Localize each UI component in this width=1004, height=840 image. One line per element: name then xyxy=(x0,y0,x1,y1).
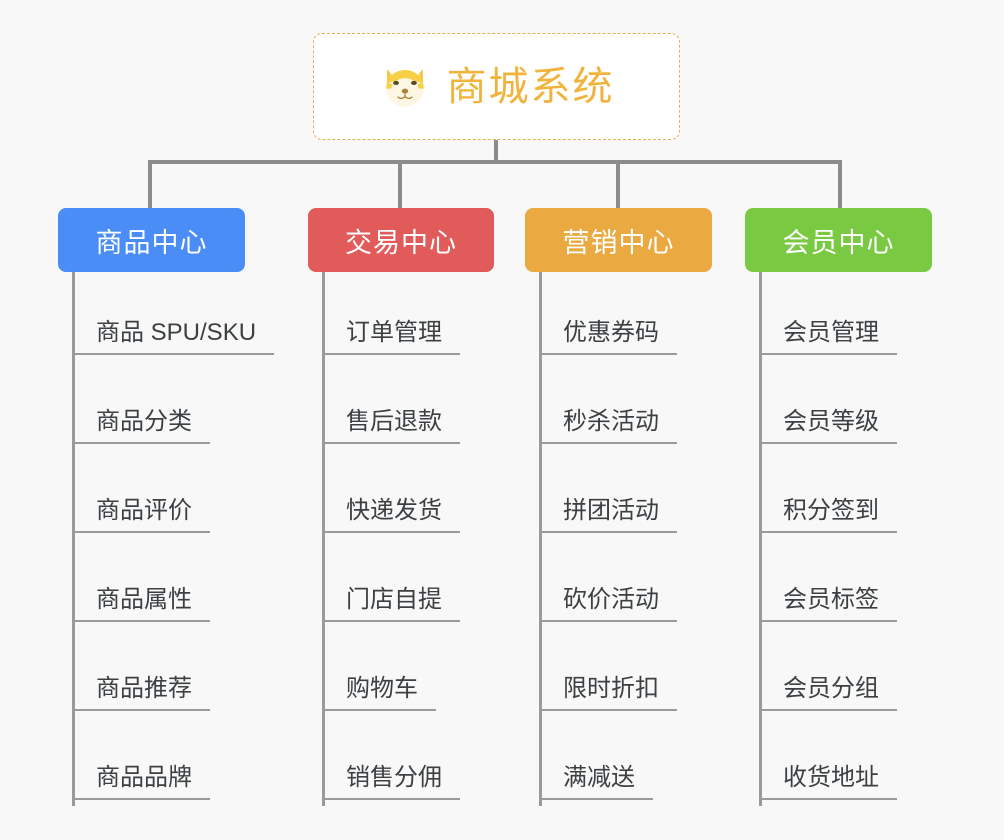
list-item[interactable]: 积分签到 xyxy=(759,450,932,539)
list-item[interactable]: 购物车 xyxy=(322,628,494,717)
connector-horizontal-bus xyxy=(148,160,842,164)
leaf-list-member-center: 会员管理 会员等级 积分签到 会员标签 会员分组 收货地址 xyxy=(745,272,932,806)
leaf-label: 商品品牌 xyxy=(72,764,210,800)
shiba-dog-face-icon xyxy=(385,68,424,106)
leaf-list-marketing-center: 优惠券码 秒杀活动 拼团活动 砍价活动 限时折扣 满减送 xyxy=(525,272,712,806)
leaf-list-product-center: 商品 SPU/SKU 商品分类 商品评价 商品属性 商品推荐 商品品牌 xyxy=(58,272,275,806)
leaf-label: 会员分组 xyxy=(759,675,897,711)
list-item[interactable]: 满减送 xyxy=(539,717,712,806)
leaf-label: 秒杀活动 xyxy=(539,408,677,444)
connector-drop-trade-center xyxy=(398,160,402,208)
leaf-label: 会员管理 xyxy=(759,319,897,355)
list-item[interactable]: 快递发货 xyxy=(322,450,494,539)
leaf-label: 订单管理 xyxy=(322,319,460,355)
list-item[interactable]: 会员分组 xyxy=(759,628,932,717)
leaf-label: 砍价活动 xyxy=(539,586,677,622)
list-item[interactable]: 会员标签 xyxy=(759,539,932,628)
connector-drop-product-center xyxy=(148,160,152,208)
list-item[interactable]: 优惠券码 xyxy=(539,272,712,361)
leaf-label: 售后退款 xyxy=(322,408,460,444)
leaf-list-trade-center: 订单管理 售后退款 快递发货 门店自提 购物车 销售分佣 xyxy=(308,272,494,806)
list-item[interactable]: 秒杀活动 xyxy=(539,361,712,450)
category-box-member-center[interactable]: 会员中心 xyxy=(745,208,932,272)
leaf-label: 购物车 xyxy=(322,675,436,711)
list-item[interactable]: 商品推荐 xyxy=(72,628,245,717)
list-item[interactable]: 限时折扣 xyxy=(539,628,712,717)
list-item[interactable]: 商品 SPU/SKU xyxy=(72,272,275,361)
column-trade-center: 交易中心 订单管理 售后退款 快递发货 门店自提 购物车 销售分佣 xyxy=(308,208,494,806)
leaf-label: 限时折扣 xyxy=(539,675,677,711)
leaf-label: 积分签到 xyxy=(759,497,897,533)
leaf-label: 商品分类 xyxy=(72,408,210,444)
connector-root-stem xyxy=(494,140,498,163)
leaf-label: 会员标签 xyxy=(759,586,897,622)
list-item[interactable]: 商品分类 xyxy=(72,361,245,450)
list-item[interactable]: 拼团活动 xyxy=(539,450,712,539)
root-node-shop-system[interactable]: 商城系统 xyxy=(313,33,680,140)
connector-drop-member-center xyxy=(838,160,842,208)
leaf-label: 销售分佣 xyxy=(322,764,460,800)
leaf-label: 满减送 xyxy=(539,764,653,800)
leaf-label: 优惠券码 xyxy=(539,319,677,355)
column-member-center: 会员中心 会员管理 会员等级 积分签到 会员标签 会员分组 收货地址 xyxy=(745,208,932,806)
leaf-label: 商品 SPU/SKU xyxy=(72,319,275,355)
list-item[interactable]: 会员管理 xyxy=(759,272,932,361)
leaf-label: 商品评价 xyxy=(72,497,210,533)
leaf-label: 商品推荐 xyxy=(72,675,210,711)
list-item[interactable]: 销售分佣 xyxy=(322,717,494,806)
list-item[interactable]: 门店自提 xyxy=(322,539,494,628)
column-marketing-center: 营销中心 优惠券码 秒杀活动 拼团活动 砍价活动 限时折扣 满减送 xyxy=(525,208,712,806)
leaf-label: 商品属性 xyxy=(72,586,210,622)
connector-drop-marketing-center xyxy=(616,160,620,208)
category-box-trade-center[interactable]: 交易中心 xyxy=(308,208,494,272)
leaf-label: 快递发货 xyxy=(322,497,460,533)
list-item[interactable]: 砍价活动 xyxy=(539,539,712,628)
list-item[interactable]: 订单管理 xyxy=(322,272,494,361)
leaf-label: 门店自提 xyxy=(322,586,460,622)
list-item[interactable]: 售后退款 xyxy=(322,361,494,450)
list-item[interactable]: 商品品牌 xyxy=(72,717,245,806)
leaf-label: 收货地址 xyxy=(759,764,897,800)
list-item[interactable]: 商品属性 xyxy=(72,539,245,628)
category-box-marketing-center[interactable]: 营销中心 xyxy=(525,208,712,272)
list-item[interactable]: 会员等级 xyxy=(759,361,932,450)
leaf-label: 会员等级 xyxy=(759,408,897,444)
list-item[interactable]: 收货地址 xyxy=(759,717,932,806)
category-box-product-center[interactable]: 商品中心 xyxy=(58,208,245,272)
leaf-label: 拼团活动 xyxy=(539,497,677,533)
list-item[interactable]: 商品评价 xyxy=(72,450,245,539)
column-product-center: 商品中心 商品 SPU/SKU 商品分类 商品评价 商品属性 商品推荐 商品品牌 xyxy=(58,208,275,806)
root-title: 商城系统 xyxy=(446,64,615,109)
